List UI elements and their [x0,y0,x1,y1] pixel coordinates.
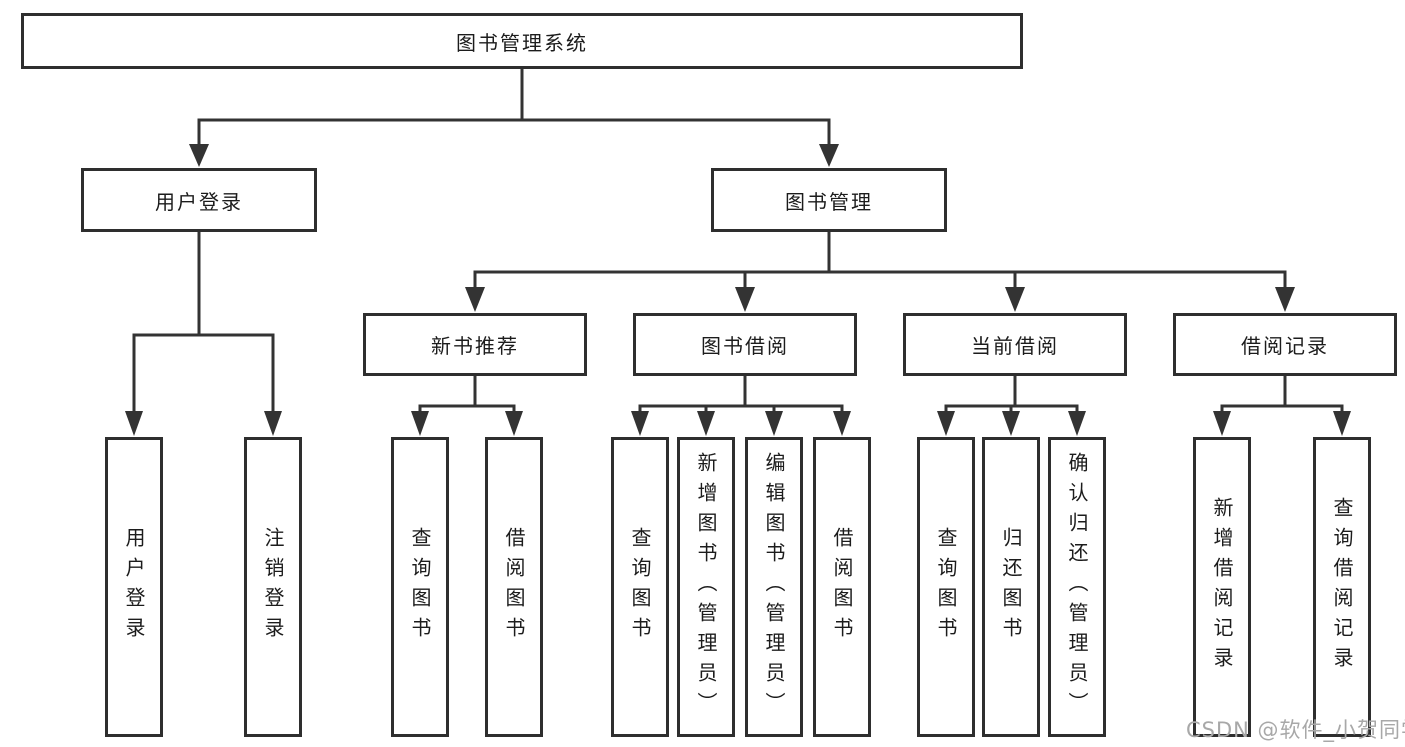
node-book-management: 图书管理 [711,168,947,232]
leaf-confirm-return-admin: 确认归还（管理员） [1048,437,1106,737]
leaf-borrow-books: 借阅图书 [813,437,871,737]
node-new-book-recommend-label: 新书推荐 [431,334,519,358]
edge-book-management-to-level3 [465,232,1295,312]
leaf-add-borrow-record-label: 新增借阅记录 [1210,497,1234,677]
leaf-return-books: 归还图书 [982,437,1040,737]
node-borrow-records: 借阅记录 [1173,313,1397,376]
node-book-borrow-label: 图书借阅 [701,334,789,358]
leaf-query-books-current-label: 查询图书 [934,527,958,647]
node-book-management-label: 图书管理 [785,189,873,214]
leaf-user-login: 用户登录 [105,437,163,737]
node-new-book-recommend: 新书推荐 [363,313,587,376]
leaf-query-borrow-record: 查询借阅记录 [1313,437,1371,737]
leaf-borrow-books-label: 借阅图书 [830,527,854,647]
leaf-query-books-current: 查询图书 [917,437,975,737]
edge-current-borrow-to-leaves [937,376,1086,436]
leaf-confirm-return-admin-label: 确认归还（管理员） [1065,452,1089,722]
leaf-add-borrow-record: 新增借阅记录 [1193,437,1251,737]
node-user-login: 用户登录 [81,168,317,232]
node-current-borrow-label: 当前借阅 [971,334,1059,358]
node-current-borrow: 当前借阅 [903,313,1127,376]
leaf-return-books-label: 归还图书 [999,527,1023,647]
leaf-query-books-recommend-label: 查询图书 [408,527,432,647]
edge-new-book-recommend-to-leaves [411,376,523,436]
leaf-add-books-admin: 新增图书（管理员） [677,437,735,737]
leaf-query-borrow-record-label: 查询借阅记录 [1330,497,1354,677]
leaf-borrow-books-recommend: 借阅图书 [485,437,543,737]
node-borrow-records-label: 借阅记录 [1241,334,1329,358]
edge-book-borrow-to-leaves [631,376,851,436]
leaf-borrow-books-recommend-label: 借阅图书 [502,527,526,647]
node-root-label: 图书管理系统 [456,30,588,55]
node-root: 图书管理系统 [21,13,1023,69]
edge-root-to-level2 [189,69,839,167]
leaf-edit-books-admin-label: 编辑图书（管理员） [762,452,786,722]
node-user-login-label: 用户登录 [155,189,243,214]
node-book-borrow: 图书借阅 [633,313,857,376]
leaf-add-books-admin-label: 新增图书（管理员） [694,452,718,722]
leaf-query-books-borrow: 查询图书 [611,437,669,737]
edge-user-login-to-leaves [125,232,282,436]
leaf-query-books-borrow-label: 查询图书 [628,527,652,647]
leaf-edit-books-admin: 编辑图书（管理员） [745,437,803,737]
leaf-logout-label: 注销登录 [261,527,285,647]
leaf-logout: 注销登录 [244,437,302,737]
edge-borrow-records-to-leaves [1213,376,1351,436]
leaf-query-books-recommend: 查询图书 [391,437,449,737]
leaf-user-login-label: 用户登录 [122,527,146,647]
csdn-watermark: CSDN @软件_小贺同学 [1186,718,1405,742]
